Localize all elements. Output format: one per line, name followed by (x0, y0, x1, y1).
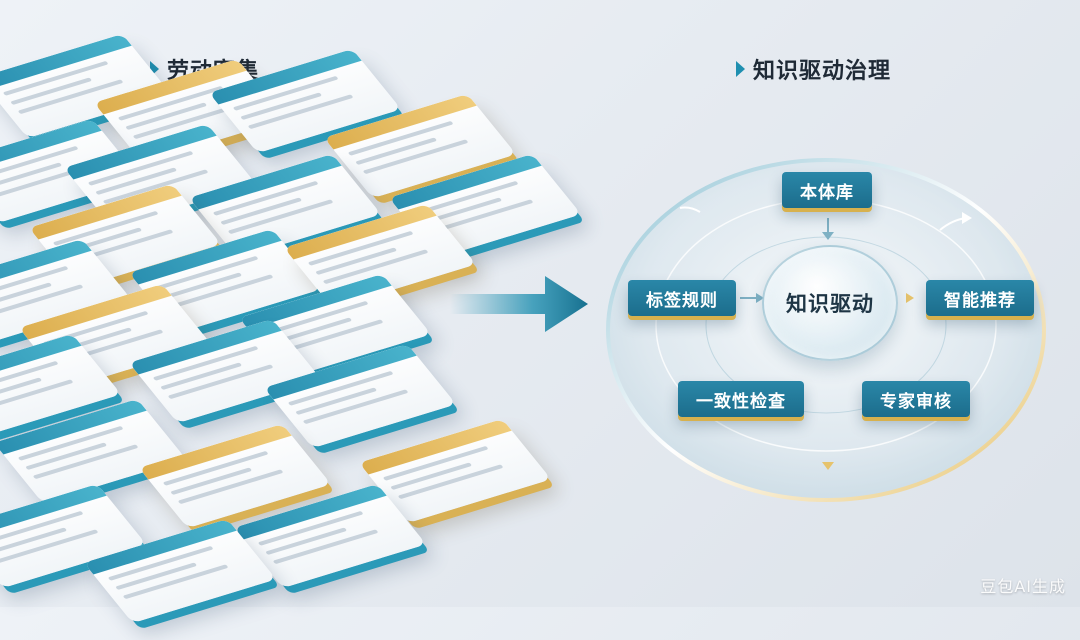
governance-diagram: 知识驱动 本体库 标签规则 智能推荐 一致性检查 专家审核 (600, 140, 1050, 510)
triangle-marker-icon (736, 61, 745, 77)
node-smart-recommend: 智能推荐 (926, 280, 1034, 316)
watermark: 豆包AI生成 (980, 577, 1066, 596)
right-title-text: 知识驱动治理 (753, 59, 892, 84)
node-label-rules: 标签规则 (628, 280, 736, 316)
right-section-title: 知识驱动治理 (736, 53, 891, 85)
triangle-marker-icon (150, 61, 159, 77)
transition-arrow-icon (450, 276, 588, 332)
node-ontology: 本体库 (782, 172, 872, 208)
center-hub: 知识驱动 (762, 245, 898, 361)
node-expert-review: 专家审核 (862, 381, 970, 417)
node-consistency-check: 一致性检查 (678, 381, 804, 417)
